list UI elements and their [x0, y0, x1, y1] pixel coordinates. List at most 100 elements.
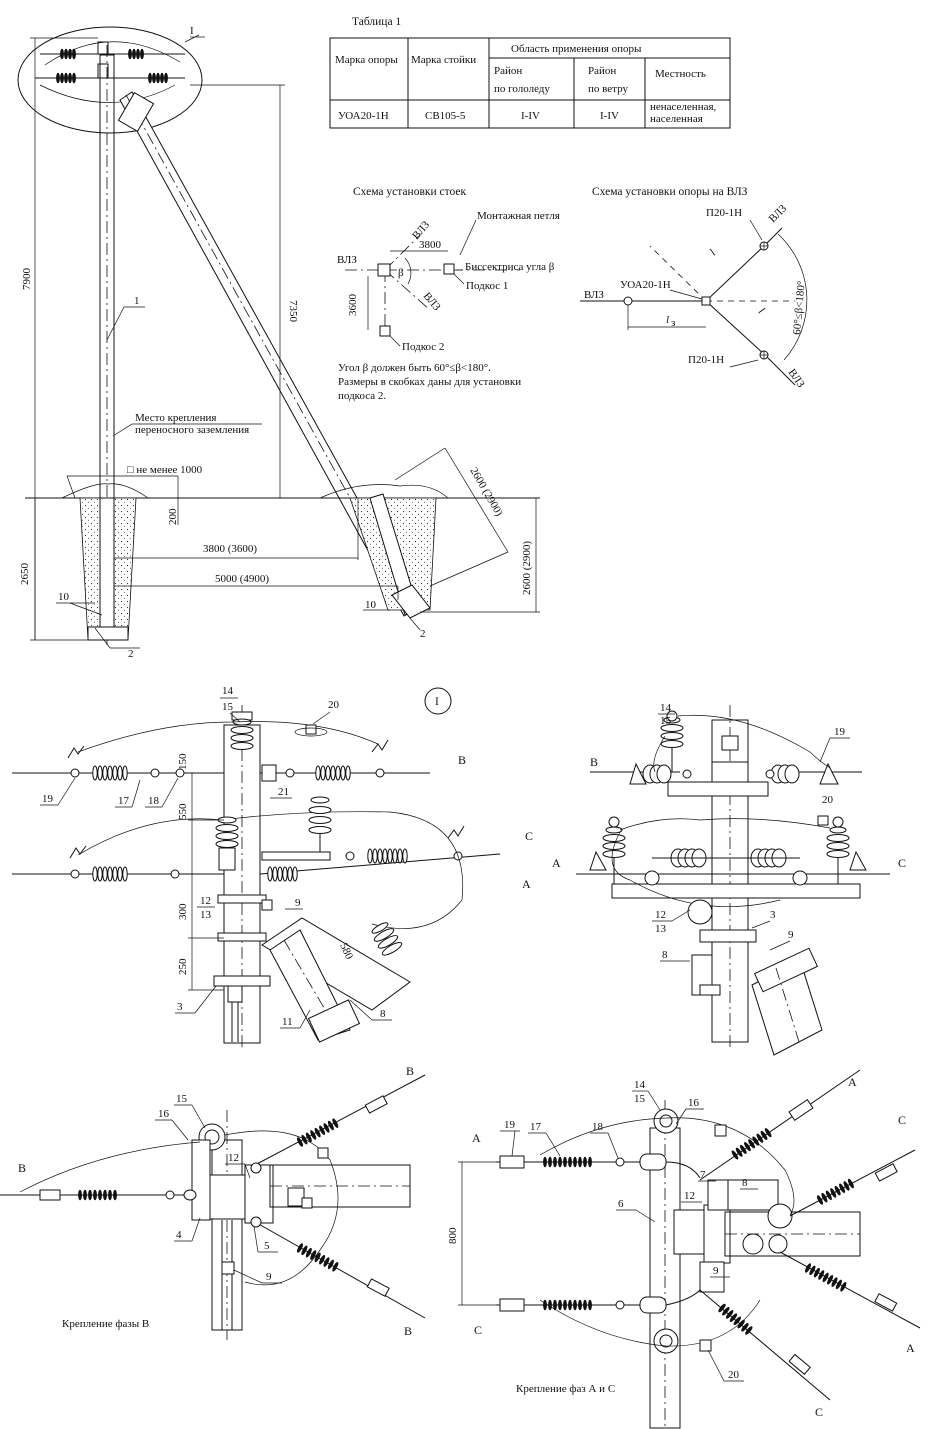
plan-ac-p8: 8: [742, 1177, 748, 1189]
mount-loop-label: Монтажная петля: [477, 210, 560, 222]
dim-3800-scheme: 3800: [419, 239, 442, 251]
scheme-posts: Схема установки стоек β ВЛЗ ВЛЗ ВЛЗ 3800…: [337, 186, 560, 402]
th-ice-1: Район: [494, 65, 522, 77]
plan-ac-p6: 6: [618, 1198, 624, 1210]
scheme-note-3: подкоса 2.: [338, 390, 386, 402]
l3-horizontal-sub: з: [671, 317, 675, 329]
plan-ac-p14: 14: [634, 1079, 646, 1091]
dim-2600-diag: 2600 (2900): [467, 466, 505, 519]
plan-ac-phase-a-right: А: [906, 1341, 915, 1355]
detail-i-right: В 14 15 19 А С 20 12 13: [552, 702, 906, 1056]
d-left-p17: 17: [118, 795, 130, 807]
d-left-p12: 12: [200, 895, 211, 907]
beta-label: β: [398, 267, 404, 279]
scheme-line: Схема установки опоры на ВЛЗ 60°≤β<180° …: [580, 186, 808, 390]
brace1-label: Подкос 1: [466, 280, 508, 292]
d-left-d550: 550: [177, 803, 189, 820]
d-left-p13: 13: [200, 909, 212, 921]
d-left-phase-c: С: [525, 829, 533, 843]
d-right-p19: 19: [834, 726, 846, 738]
plan-ac-phase-c-left: С: [474, 1323, 482, 1337]
pos-2: 2: [128, 648, 134, 660]
plan-b-phase-bottom: В: [404, 1324, 412, 1338]
l3-bottom: l: [756, 306, 767, 317]
d-right-p9: 9: [788, 929, 794, 941]
plan-ac-p15: 15: [634, 1093, 646, 1105]
pos-10b: 10: [365, 599, 377, 611]
scheme-posts-title: Схема установки стоек: [353, 186, 466, 198]
d-right-p15: 15: [660, 715, 672, 727]
dim-min1000: □ не менее 1000: [127, 464, 203, 476]
td-ice: I-IV: [521, 110, 540, 122]
td-wind: I-IV: [600, 110, 619, 122]
ground-note-1: Место крепления: [135, 412, 216, 424]
d-left-p11: 11: [282, 1016, 293, 1028]
th-post: Марка стойки: [411, 54, 476, 66]
scheme-line-title: Схема установки опоры на ВЛЗ: [592, 186, 748, 198]
table-caption: Таблица 1: [352, 16, 401, 28]
d-left-d150: 150: [177, 753, 189, 770]
d-left-d300: 300: [177, 903, 189, 920]
td-terrain-1: ненаселенная,: [650, 101, 717, 113]
d-left-d250: 250: [177, 958, 189, 975]
plan-ac-p12: 12: [684, 1190, 695, 1202]
pos-10: 10: [58, 591, 70, 603]
d-left-p3: 3: [177, 1001, 183, 1013]
plan-ac-phase-a-top: А: [848, 1075, 857, 1089]
d-right-p13: 13: [655, 923, 667, 935]
plan-ac-p9: 9: [713, 1265, 719, 1277]
plan-ac-phase-c-bottom: С: [815, 1405, 823, 1419]
td-post: СВ105-5: [425, 110, 466, 122]
dim-3600-scheme: 3600: [347, 294, 359, 317]
d-right-p12: 12: [655, 909, 666, 921]
vlz-line-left: ВЛЗ: [584, 289, 604, 301]
plan-ac-p20: 20: [728, 1369, 740, 1381]
d-left-p9: 9: [295, 897, 301, 909]
detail-node-label: I: [435, 696, 439, 708]
p20-top: П20-1Н: [706, 207, 742, 219]
plan-ac-phase-a-left: А: [472, 1131, 481, 1145]
plan-ac-caption: Крепление фаз А и С: [516, 1383, 615, 1395]
d-left-phase-a: А: [522, 877, 531, 891]
th-wind-2: по ветру: [588, 83, 628, 95]
plan-ac-p17: 17: [530, 1121, 542, 1133]
pos-1: 1: [134, 295, 140, 307]
d-left-phase-b: В: [458, 753, 466, 767]
vlz-bottom: ВЛЗ: [421, 290, 443, 313]
detail-i-left: I 14 15 20 В: [12, 685, 533, 1050]
plan-phase-ac: 800 А А А С С С 14 15 16 19 17 18 6 7 8 …: [447, 1069, 921, 1429]
th-terrain: Местность: [655, 68, 706, 80]
d-left-p18: 18: [148, 795, 160, 807]
plan-b-p15: 15: [176, 1093, 188, 1105]
dim-7350: 7350: [287, 300, 299, 323]
plan-b-p16: 16: [158, 1108, 170, 1120]
th-wind-1: Район: [588, 65, 616, 77]
uoa-label: УОА20-1Н: [620, 279, 671, 291]
dim-7900: 7900: [21, 268, 33, 291]
d-left-p14: 14: [222, 685, 234, 697]
dim-3800: 3800 (3600): [203, 543, 257, 555]
plan-ac-p18: 18: [592, 1121, 604, 1133]
plan-b-p4: 4: [176, 1229, 182, 1241]
p20-bottom: П20-1Н: [688, 354, 724, 366]
plan-ac-p19: 19: [504, 1119, 516, 1131]
th-support: Марка опоры: [335, 54, 398, 66]
d-left-p8: 8: [380, 1008, 386, 1020]
plan-b-p12: 12: [228, 1152, 239, 1164]
plan-ac-phase-c-top: С: [898, 1113, 906, 1127]
d-left-p20: 20: [328, 699, 340, 711]
td-support: УОА20-1Н: [338, 110, 389, 122]
dim-200: 200: [167, 508, 179, 525]
plan-b-phase-top: В: [406, 1064, 414, 1078]
ground-note-2: переносного заземления: [135, 424, 249, 436]
d-right-phase-c: С: [898, 856, 906, 870]
plan-b-p9: 9: [266, 1271, 272, 1283]
th-area: Область применения опоры: [511, 43, 642, 55]
th-ice-2: по гололеду: [494, 83, 550, 95]
pos-1b: I: [190, 25, 194, 37]
line-angle: 60°≤β<180°: [791, 280, 808, 335]
dim-2600-vert: 2600 (2900): [521, 541, 533, 595]
bisector-label: Биссектриса угла β: [465, 261, 555, 273]
plan-b-caption: Крепление фазы В: [62, 1318, 149, 1330]
